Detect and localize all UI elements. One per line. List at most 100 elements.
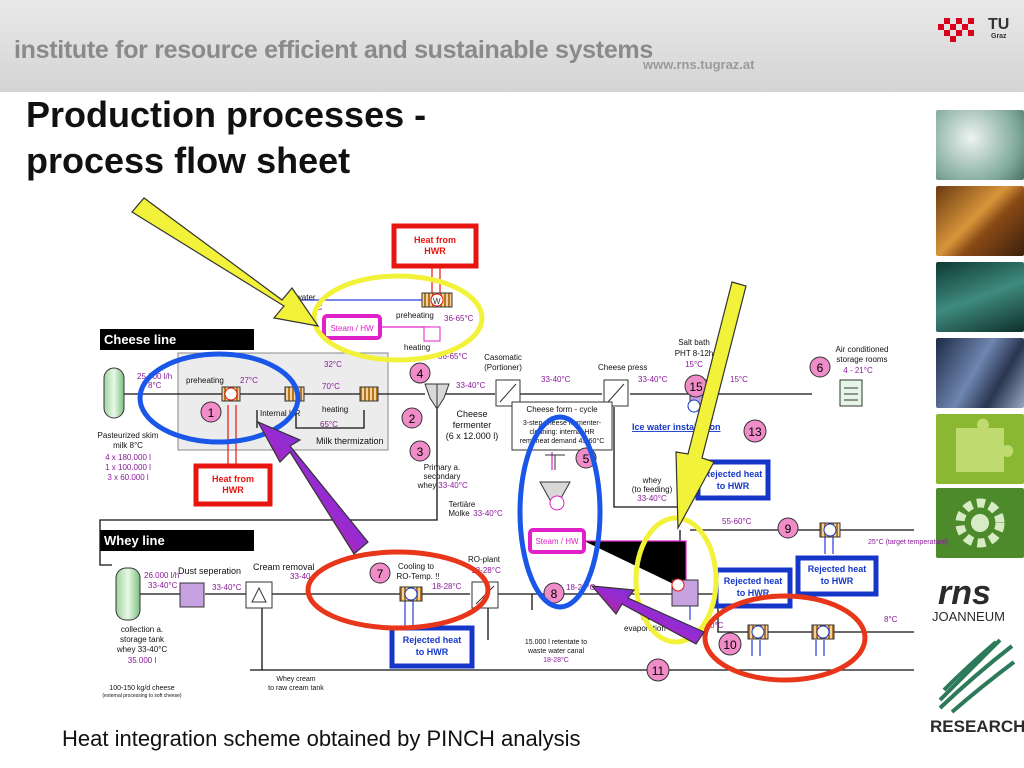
svg-text:35.000 l: 35.000 l <box>128 656 157 665</box>
tu-graz-logo <box>938 18 974 42</box>
whey-storage-tank <box>115 567 141 621</box>
svg-text:to HWR: to HWR <box>737 588 770 598</box>
side-image-strip <box>928 104 1024 768</box>
hx-cheese-form <box>549 495 565 511</box>
svg-text:10: 10 <box>723 638 737 652</box>
svg-text:27°C: 27°C <box>240 376 258 385</box>
svg-text:2: 2 <box>409 412 416 426</box>
svg-text:6: 6 <box>817 361 824 375</box>
svg-text:100-150 kg/d cheese: 100-150 kg/d cheese <box>109 685 174 692</box>
svg-text:Tertiäre: Tertiäre <box>449 500 476 509</box>
svg-text:whey: whey <box>417 481 437 490</box>
svg-text:36-65°C: 36-65°C <box>444 314 474 323</box>
svg-text:18-28°C: 18-28°C <box>432 582 462 591</box>
svg-text:8°C: 8°C <box>884 615 898 624</box>
svg-text:storage tank: storage tank <box>120 635 165 644</box>
svg-text:Cheese press: Cheese press <box>598 363 647 372</box>
svg-text:W: W <box>433 297 441 306</box>
puzzle-thumb <box>936 414 1024 484</box>
cheese-form-cycle-label: Cheese form - cycle <box>526 405 598 414</box>
storage-room-lines <box>844 387 858 401</box>
svg-text:18-28°C: 18-28°C <box>543 656 569 664</box>
page-title: Production processes - process flow shee… <box>26 92 566 184</box>
step-number-11: 11 <box>646 658 670 682</box>
svg-text:Rejected heat: Rejected heat <box>704 469 763 479</box>
heat-from-hwr-left-box: Heat from HWR <box>193 463 273 507</box>
svg-text:waste water canal: waste water canal <box>527 648 584 655</box>
svg-text:heating: heating <box>322 405 348 414</box>
hx-cooling-ro <box>399 586 423 602</box>
purple-arrow-right <box>590 585 705 645</box>
title-line-2: process flow sheet <box>26 140 351 181</box>
hx-10-a <box>747 624 769 640</box>
cheese-line-label: Cheese line <box>104 332 176 347</box>
hx-whey-9 <box>819 522 841 538</box>
rejected-heat-box-4: Rejected heat to HWR <box>389 625 475 669</box>
svg-text:13: 13 <box>748 425 762 439</box>
step-number-6: 6 <box>809 356 831 378</box>
cheese-photo-thumb <box>936 110 1024 180</box>
yellow-highlight-top <box>311 273 485 363</box>
cheese-line-bar <box>100 329 254 350</box>
step-number-7: 7 <box>369 562 391 584</box>
svg-text:3-step cheese fermenter-: 3-step cheese fermenter- <box>523 420 602 427</box>
heat-from-hwr-top-box: Heat from HWR <box>391 223 479 269</box>
red-highlight-right <box>702 593 868 683</box>
title-line-1: Production processes - <box>26 94 427 135</box>
rejected-heat-box-1: Rejected heat to HWR <box>695 459 771 501</box>
svg-text:(6 x 12.000 l): (6 x 12.000 l) <box>446 431 499 441</box>
red-highlight-left <box>305 549 491 631</box>
svg-text:to HWR: to HWR <box>717 481 750 491</box>
svg-text:cleaning: internal HR: cleaning: internal HR <box>530 429 595 436</box>
ice-water-label: Ice water installation <box>632 422 721 432</box>
svg-text:9: 9 <box>785 522 792 536</box>
svg-text:Rejected heat: Rejected heat <box>403 635 462 645</box>
svg-text:Heat from: Heat from <box>414 235 456 245</box>
svg-text:32°C: 32°C <box>324 360 342 369</box>
cream-separator-triangle <box>251 586 267 603</box>
step-number-15: 15 <box>684 374 708 398</box>
storage-room-unit <box>839 379 863 407</box>
svg-text:(Portioner): (Portioner) <box>484 363 522 372</box>
svg-text:33-40°C: 33-40°C <box>541 375 571 384</box>
svg-text:15: 15 <box>689 380 703 394</box>
cheese-form-equipment <box>539 454 571 501</box>
svg-text:8°C: 8°C <box>148 381 162 390</box>
svg-text:Molke: Molke <box>448 509 470 518</box>
svg-text:26.000 l/h: 26.000 l/h <box>144 571 179 580</box>
svg-text:RO-Temp. !!: RO-Temp. !! <box>396 572 439 581</box>
svg-text:33-40°C: 33-40°C <box>637 494 667 503</box>
svg-text:(to feeding): (to feeding) <box>632 485 673 494</box>
leaves-photo-thumb <box>936 262 1024 332</box>
yellow-arrow-top-left <box>131 197 320 327</box>
whey-line-label: Whey line <box>104 533 165 548</box>
dust-separator-unit <box>179 582 205 608</box>
hx-top-heating <box>423 326 441 342</box>
institute-name: institute for resource efficient and sus… <box>14 36 653 64</box>
annotation-arrows <box>131 197 747 645</box>
step-number-8: 8 <box>543 582 565 604</box>
svg-text:to HWR: to HWR <box>821 576 854 586</box>
svg-text:33-40°C: 33-40°C <box>638 375 668 384</box>
svg-text:Steam / HW: Steam / HW <box>535 537 579 546</box>
rns-joanneum-logo: rns JOANNEUM RESEARCH <box>930 572 1024 768</box>
step-number-3: 3 <box>409 440 431 462</box>
svg-text:Dust seperation: Dust seperation <box>178 566 241 576</box>
whey-line-bar <box>100 530 254 551</box>
process-lines <box>99 393 914 671</box>
gear-thumb <box>936 488 1024 558</box>
cheese-form-cycle-box <box>511 401 613 451</box>
svg-text:1 x 100.000 l: 1 x 100.000 l <box>105 463 151 472</box>
svg-text:whey: whey <box>642 476 662 485</box>
svg-text:whey 33-40°C: whey 33-40°C <box>116 645 168 654</box>
svg-text:RO-plant: RO-plant <box>468 555 501 564</box>
svg-text:11: 11 <box>652 664 665 678</box>
milk-storage-tank <box>103 367 125 419</box>
rns-swirl-icon <box>938 638 1016 714</box>
hx-evaporator <box>671 578 685 592</box>
svg-text:18-28°C: 18-28°C <box>471 566 501 575</box>
step-number-4: 4 <box>409 362 431 384</box>
svg-text:(external processing to soft c: (external processing to soft cheese) <box>102 693 182 699</box>
steam-hw-top-box: Steam / HW <box>322 314 382 340</box>
svg-text:70°C: 70°C <box>322 382 340 391</box>
